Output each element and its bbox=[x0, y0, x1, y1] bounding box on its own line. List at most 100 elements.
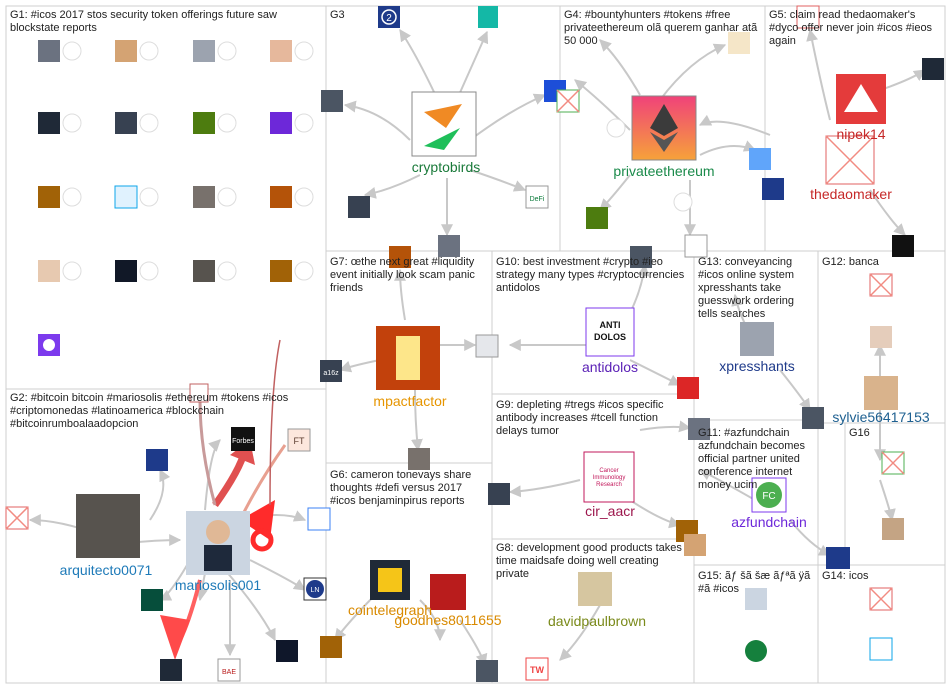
number-icon[interactable] bbox=[378, 6, 400, 28]
thedaomaker-label: thedaomaker bbox=[810, 186, 892, 202]
avatar[interactable] bbox=[728, 32, 750, 54]
red-edges bbox=[160, 339, 287, 660]
avatar[interactable] bbox=[389, 246, 411, 268]
mariosolis001-label: mariosolis001 bbox=[175, 577, 262, 593]
cir-aacr-node[interactable] bbox=[583, 451, 635, 503]
avatar[interactable] bbox=[270, 186, 292, 208]
privateethereum-label: privateethereum bbox=[613, 163, 714, 179]
arquitecto0071-label: arquitecto0071 bbox=[60, 562, 153, 578]
avatar[interactable] bbox=[488, 483, 510, 505]
avatar[interactable] bbox=[270, 112, 292, 134]
edges bbox=[28, 28, 926, 667]
sylvie56417153-label: sylvie56417153 bbox=[832, 409, 930, 425]
avatar[interactable] bbox=[193, 40, 215, 62]
nipek14-label: nipek14 bbox=[836, 126, 885, 142]
avatar[interactable] bbox=[630, 246, 652, 268]
avatar[interactable] bbox=[141, 589, 163, 611]
avatar[interactable] bbox=[882, 518, 904, 540]
avatar[interactable] bbox=[276, 640, 298, 662]
fc-logo: FC bbox=[762, 491, 775, 502]
group-box-g15 bbox=[693, 564, 819, 684]
avatar[interactable] bbox=[677, 377, 699, 399]
xpresshants-node[interactable] bbox=[740, 322, 774, 356]
avatar[interactable] bbox=[270, 260, 292, 282]
avatar[interactable] bbox=[193, 260, 215, 282]
avatar[interactable] bbox=[38, 112, 60, 134]
avatar[interactable] bbox=[321, 90, 343, 112]
tw-icon-label: TW bbox=[530, 665, 544, 675]
mpactfactor-label: mpactfactor bbox=[373, 393, 446, 409]
group-boxes bbox=[5, 5, 946, 684]
forbes-icon[interactable] bbox=[231, 427, 255, 451]
antidolos-label: antidolos bbox=[582, 359, 638, 375]
avatar[interactable] bbox=[745, 588, 767, 610]
avatar[interactable] bbox=[115, 40, 137, 62]
sylvie56417153-node[interactable] bbox=[864, 376, 898, 410]
a16z-icon-label: a16z bbox=[323, 370, 339, 377]
ghost-icon[interactable] bbox=[478, 6, 498, 28]
defi-icon[interactable] bbox=[525, 185, 549, 209]
xpresshants-label: xpresshants bbox=[719, 358, 794, 374]
group-box-g13 bbox=[693, 250, 819, 421]
tw-icon[interactable] bbox=[525, 657, 549, 681]
avatar[interactable] bbox=[115, 112, 137, 134]
avatar[interactable] bbox=[320, 636, 342, 658]
number-icon-label: 2 bbox=[386, 13, 392, 24]
avatar[interactable] bbox=[146, 449, 168, 471]
avatar[interactable] bbox=[160, 659, 182, 681]
ft-icon-label: FT bbox=[294, 436, 305, 446]
avatar[interactable] bbox=[476, 660, 498, 682]
defi-icon-label: DeFi bbox=[530, 196, 545, 203]
davidpaulbrown-node[interactable] bbox=[578, 572, 612, 606]
avatar[interactable] bbox=[438, 235, 460, 257]
node-labels: cryptobirds privateethereum nipek14 thed… bbox=[60, 126, 930, 629]
arquitecto0071-node[interactable] bbox=[76, 494, 140, 558]
ft-icon[interactable] bbox=[287, 428, 311, 452]
avatar[interactable] bbox=[114, 185, 138, 209]
azfundchain-label: azfundchain bbox=[731, 514, 807, 530]
davidpaulbrown-label: davidpaulbrown bbox=[548, 613, 646, 629]
avatar[interactable] bbox=[193, 112, 215, 134]
avatar[interactable] bbox=[762, 178, 784, 200]
avatar[interactable] bbox=[826, 547, 850, 569]
avatar[interactable] bbox=[189, 383, 209, 403]
cointelegraph-label: cointelegraph bbox=[348, 602, 432, 618]
nodes: 2 DeFi a16z bbox=[5, 5, 944, 682]
avatar[interactable] bbox=[193, 186, 215, 208]
avatar[interactable] bbox=[922, 58, 944, 80]
a16z-icon[interactable] bbox=[320, 360, 342, 382]
avatar[interactable] bbox=[892, 235, 914, 257]
g1-avatars bbox=[38, 40, 314, 356]
group-box-g8 bbox=[491, 538, 695, 684]
avatar[interactable] bbox=[684, 534, 706, 556]
avatar[interactable] bbox=[688, 418, 710, 440]
group-box-g14 bbox=[817, 564, 946, 684]
avatar[interactable] bbox=[38, 40, 60, 62]
avatar[interactable] bbox=[802, 407, 824, 429]
avatar[interactable] bbox=[475, 334, 499, 358]
ln-icon-label: LN bbox=[311, 587, 320, 594]
avatar[interactable] bbox=[408, 448, 430, 470]
forbes-icon-label: Forbes bbox=[232, 438, 254, 445]
avatar[interactable] bbox=[38, 260, 60, 282]
avatar[interactable] bbox=[586, 207, 608, 229]
group-box-g2 bbox=[5, 388, 327, 684]
avatar[interactable] bbox=[307, 507, 331, 531]
avatar[interactable] bbox=[684, 234, 708, 258]
avatar[interactable] bbox=[115, 260, 137, 282]
goodhes8011655-node[interactable] bbox=[430, 574, 466, 610]
antidolos-node[interactable] bbox=[585, 307, 635, 357]
avatar[interactable] bbox=[749, 148, 771, 170]
avatar[interactable] bbox=[869, 637, 893, 661]
avatar[interactable] bbox=[270, 40, 292, 62]
avatar[interactable] bbox=[348, 196, 370, 218]
cir-aacr-label: cir_aacr bbox=[585, 503, 635, 519]
avatar[interactable] bbox=[870, 326, 892, 348]
group-box-g16 bbox=[844, 422, 946, 566]
avatar[interactable] bbox=[745, 640, 767, 662]
avatar[interactable] bbox=[38, 186, 60, 208]
bae-icon[interactable] bbox=[217, 658, 241, 682]
bae-icon-label: BAE bbox=[222, 669, 236, 676]
